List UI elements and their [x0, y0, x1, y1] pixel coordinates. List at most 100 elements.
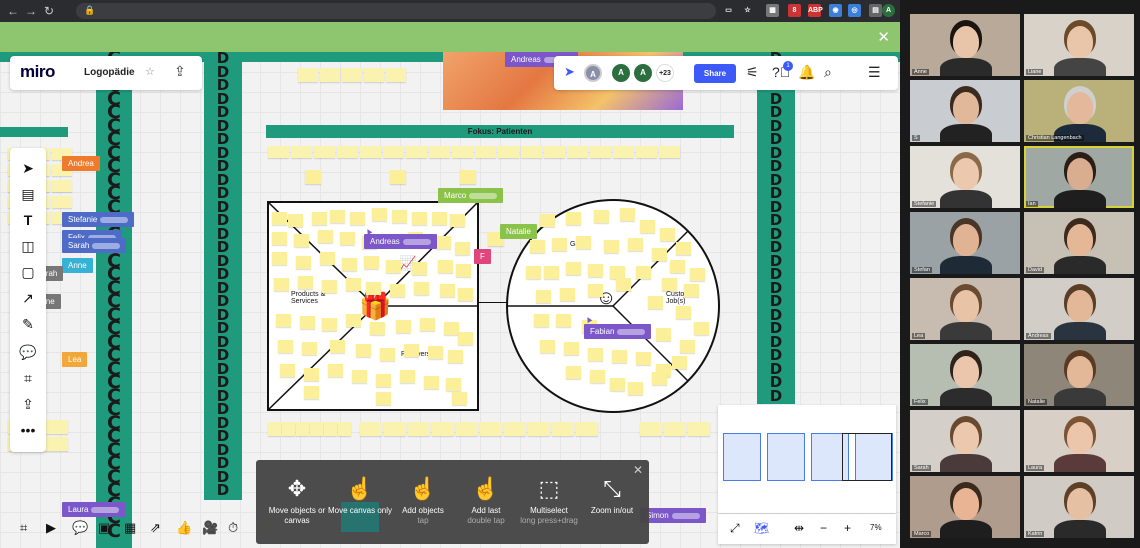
fit-width-icon[interactable]: ⇹	[794, 521, 805, 535]
cards-icon[interactable]: ▦	[124, 520, 137, 535]
favorite-star-icon[interactable]: ☆	[145, 66, 155, 78]
settings-sliders-icon[interactable]: ⚟	[746, 64, 759, 80]
sticky-note[interactable]	[540, 214, 555, 227]
sticky-note[interactable]	[672, 356, 687, 369]
sticky-note[interactable]	[346, 314, 361, 327]
sticky-note[interactable]	[452, 146, 473, 158]
sticky-note[interactable]	[576, 236, 591, 249]
sticky-note[interactable]	[620, 208, 635, 221]
video-icon[interactable]: 🎥	[202, 520, 219, 535]
sticky-note[interactable]	[296, 422, 309, 436]
sticky-note[interactable]	[366, 282, 381, 295]
sticky-note[interactable]	[648, 296, 663, 309]
abp-icon[interactable]: ABP	[808, 4, 823, 17]
sticky-note[interactable]	[310, 422, 323, 436]
gesture-close-icon[interactable]: ✕	[632, 463, 643, 477]
sticky-note[interactable]	[662, 278, 677, 291]
sticky-note[interactable]	[314, 146, 335, 158]
sticky-note[interactable]	[564, 342, 579, 355]
sticky-note[interactable]	[412, 212, 427, 225]
sticky-note[interactable]	[610, 266, 625, 279]
sticky-note[interactable]	[628, 238, 643, 251]
video-tile-andreas[interactable]: Andreas	[1024, 278, 1134, 340]
sticky-note[interactable]	[346, 278, 361, 291]
sticky-note[interactable]	[640, 220, 655, 233]
comment-icon[interactable]: 💬	[19, 344, 37, 360]
sticky-note[interactable]	[390, 284, 405, 297]
sticky-note[interactable]	[670, 260, 685, 273]
sticky-note[interactable]	[640, 422, 662, 436]
video-tile-liane[interactable]: Liane	[1024, 14, 1134, 76]
menu-icon[interactable]: ☰	[868, 64, 881, 80]
zoom-out-icon[interactable]: −	[820, 521, 828, 535]
sticky-note[interactable]	[296, 256, 311, 269]
timer-icon[interactable]: ⏱	[228, 520, 239, 535]
sticky-note[interactable]	[298, 276, 313, 289]
sticky-note[interactable]	[404, 344, 419, 357]
sticky-note[interactable]	[498, 146, 519, 158]
sticky-note[interactable]	[566, 366, 581, 379]
sticky-note[interactable]	[330, 210, 345, 223]
sticky-note[interactable]	[276, 314, 291, 327]
sticky-note[interactable]	[294, 234, 309, 247]
sticky-note[interactable]	[302, 342, 317, 355]
sticky-note[interactable]	[456, 264, 471, 277]
sticky-note[interactable]	[480, 422, 502, 436]
sticky-note[interactable]	[268, 146, 289, 158]
present-icon[interactable]: ▶	[46, 520, 56, 535]
sticky-note[interactable]	[392, 210, 407, 223]
sticky-note[interactable]	[544, 146, 565, 158]
sticky-note[interactable]	[616, 278, 631, 291]
sticky-note[interactable]	[456, 422, 478, 436]
sticky-note[interactable]	[444, 322, 459, 335]
sticky-note[interactable]	[360, 422, 382, 436]
ext-puzzle-icon[interactable]: ▤	[869, 4, 882, 17]
search-icon[interactable]: ⌕	[824, 64, 832, 80]
profile-avatar-icon[interactable]: A	[882, 4, 895, 17]
sticky-note[interactable]	[438, 260, 453, 273]
share-button[interactable]: Share	[694, 64, 736, 83]
sticky-note[interactable]	[552, 238, 567, 251]
sticky-note[interactable]	[684, 284, 699, 297]
sticky-note[interactable]	[304, 386, 319, 399]
sticky-note[interactable]	[412, 262, 427, 275]
sticky-note[interactable]	[350, 212, 365, 225]
sticky-note[interactable]	[528, 422, 550, 436]
sticky-note[interactable]	[432, 422, 454, 436]
video-tile-felix[interactable]: Felix	[910, 344, 1020, 406]
video-tile-stefan[interactable]: Stefan	[910, 212, 1020, 274]
sticky-note[interactable]	[556, 314, 571, 327]
sticky-note[interactable]	[376, 392, 391, 405]
sticky-note[interactable]	[386, 68, 406, 82]
video-tile-david[interactable]: David	[1024, 212, 1134, 274]
sticky-note-icon[interactable]: ◫	[21, 238, 35, 254]
ext-blue-icon[interactable]: ◎	[848, 4, 861, 17]
sticky-note[interactable]	[688, 422, 710, 436]
sticky-note[interactable]	[352, 370, 367, 383]
sticky-note[interactable]	[318, 230, 333, 243]
sticky-note[interactable]	[560, 288, 575, 301]
sticky-note[interactable]	[291, 146, 312, 158]
frame-tool-icon[interactable]: ⌗	[24, 370, 32, 386]
video-tile-laura[interactable]: Laura	[1024, 410, 1134, 472]
sticky-note[interactable]	[458, 332, 473, 345]
sticky-note[interactable]	[566, 262, 581, 275]
sticky-note[interactable]	[337, 146, 358, 158]
sticky-note[interactable]	[383, 146, 404, 158]
board-name[interactable]: Logopädie	[84, 67, 135, 78]
sticky-note[interactable]	[322, 318, 337, 331]
sticky-note[interactable]	[534, 314, 549, 327]
sticky-note[interactable]	[656, 328, 671, 341]
sticky-note[interactable]	[272, 212, 287, 225]
video-tile-marco[interactable]: Marco	[910, 476, 1020, 538]
sticky-note[interactable]	[613, 146, 634, 158]
more-collaborators[interactable]: +23	[656, 64, 674, 82]
address-bar[interactable]: 🔒	[76, 3, 716, 19]
sticky-note[interactable]	[612, 350, 627, 363]
sticky-note[interactable]	[364, 68, 384, 82]
sticky-note[interactable]	[659, 146, 680, 158]
sticky-note[interactable]	[652, 372, 667, 385]
sticky-note[interactable]	[322, 280, 337, 293]
sticky-note[interactable]	[406, 146, 427, 158]
sticky-note[interactable]	[356, 344, 371, 357]
